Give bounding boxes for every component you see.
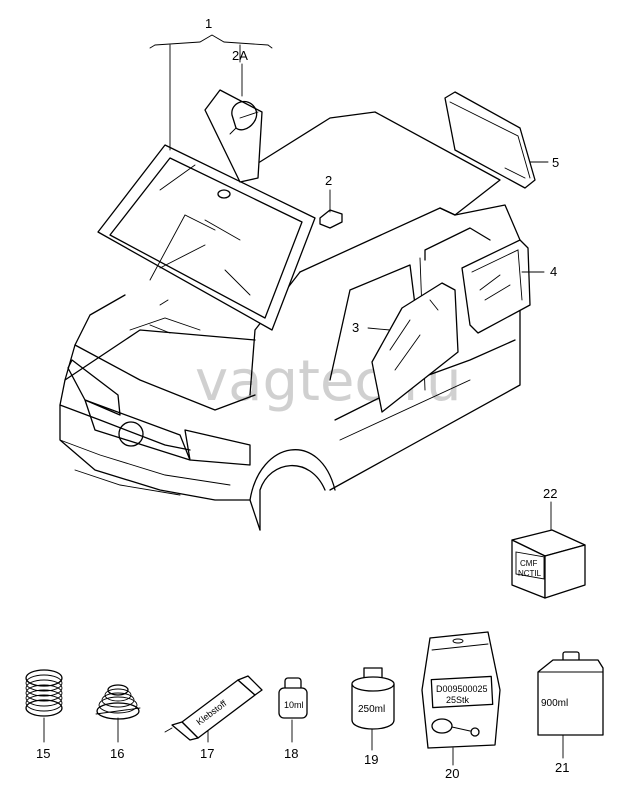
part-17-tube: Klebstoff [164, 675, 263, 741]
part-21-label: 900ml [541, 698, 568, 709]
callout-2a: 2A [232, 48, 248, 63]
leader-lines [43, 34, 564, 766]
part-3-door-glass [371, 282, 459, 413]
part-22-label-line1: CMF [520, 559, 537, 568]
part-18-small-bottle: 10ml [278, 677, 308, 719]
part-16-coil [95, 684, 141, 720]
callout-16: 16 [110, 746, 124, 761]
part-5-rear-window [444, 91, 536, 189]
part-22-label-line2: NCTIL [518, 569, 542, 578]
callout-4: 4 [550, 264, 557, 279]
part-19-label: 250ml [358, 704, 385, 715]
callout-22: 22 [543, 486, 557, 501]
part-2a-mirror-mount [204, 89, 263, 183]
callout-21: 21 [555, 760, 569, 775]
part-2-sensor [319, 209, 343, 229]
callout-2: 2 [325, 173, 332, 188]
part-1-windshield [97, 144, 316, 331]
callout-5: 5 [552, 155, 559, 170]
callout-20: 20 [445, 766, 459, 781]
callout-numbers: 1 2A 2 3 4 5 22 15 16 17 18 19 20 21 [36, 16, 569, 781]
callout-3: 3 [352, 320, 359, 335]
part-18-label: 10ml [284, 700, 304, 710]
part-22-box: CMF NCTIL [511, 529, 586, 599]
callout-17: 17 [200, 746, 214, 761]
part-20-label-line1: D009500025 [436, 684, 488, 694]
part-15-ring [25, 669, 63, 717]
part-21-container: 900ml [537, 651, 604, 736]
part-4-sliding-window [461, 239, 531, 334]
vehicle-body [59, 111, 521, 531]
callout-19: 19 [364, 752, 378, 767]
part-20-pouch: D009500025 25Stk [421, 631, 501, 749]
callout-18: 18 [284, 746, 298, 761]
callout-15: 15 [36, 746, 50, 761]
part-20-label-line2: 25Stk [446, 695, 470, 705]
callout-1: 1 [205, 16, 212, 31]
part-19-can: 250ml [351, 667, 395, 730]
